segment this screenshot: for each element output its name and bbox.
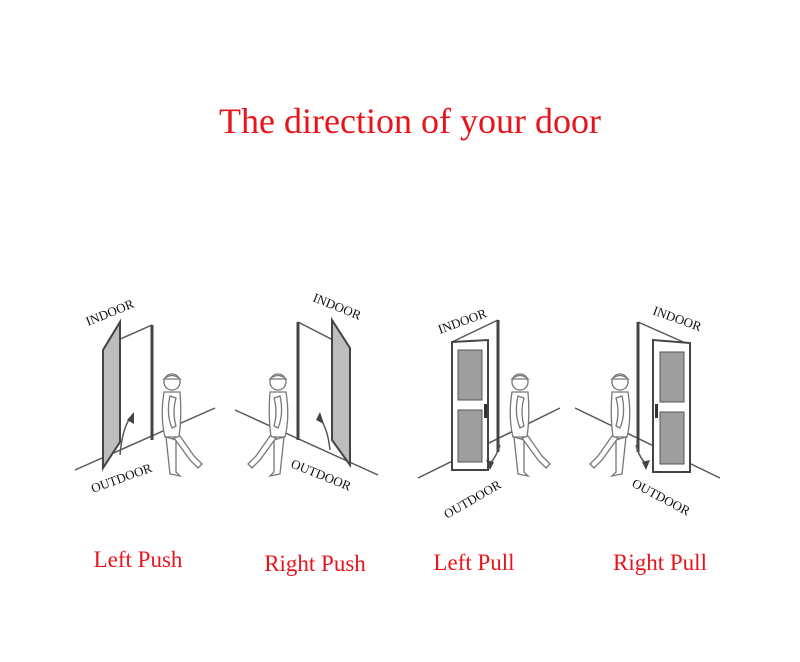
label-right-push: Right Push [264, 551, 366, 576]
label-right-pull: Right Pull [613, 550, 707, 575]
floor-line [74, 407, 216, 471]
outdoor-label: OUTDOOR [441, 477, 504, 522]
person-icon [509, 373, 551, 477]
indoor-label: INDOOR [311, 290, 364, 323]
panel-right-pull: INDOOR OUTDOOR [574, 303, 721, 519]
page-title: The direction of your door [219, 101, 601, 141]
panel-left-pull: INDOOR OUTDOOR [417, 305, 561, 522]
arrow-icon [316, 412, 324, 424]
outdoor-label: OUTDOOR [89, 460, 154, 496]
panel-right-push: INDOOR OUTDOOR [234, 290, 379, 494]
arrow-icon [127, 412, 134, 424]
door-handle [655, 404, 658, 418]
door-handle [484, 404, 487, 418]
panel-left-push: INDOOR OUTDOOR [74, 296, 216, 496]
label-left-pull: Left Pull [433, 550, 515, 575]
label-left-push: Left Push [93, 547, 183, 572]
arrow-icon [642, 460, 650, 470]
indoor-label: INDOOR [436, 305, 489, 336]
person-icon [161, 373, 203, 477]
door-leaf [331, 316, 351, 469]
indoor-label: INDOOR [651, 303, 704, 334]
arrow-icon [486, 460, 494, 470]
outdoor-label: OUTDOOR [289, 456, 354, 494]
indoor-label: INDOOR [84, 296, 137, 329]
floor-line [574, 407, 721, 479]
floor-line [234, 409, 379, 476]
outdoor-label: OUTDOOR [630, 475, 693, 518]
door-leaf [102, 318, 121, 472]
